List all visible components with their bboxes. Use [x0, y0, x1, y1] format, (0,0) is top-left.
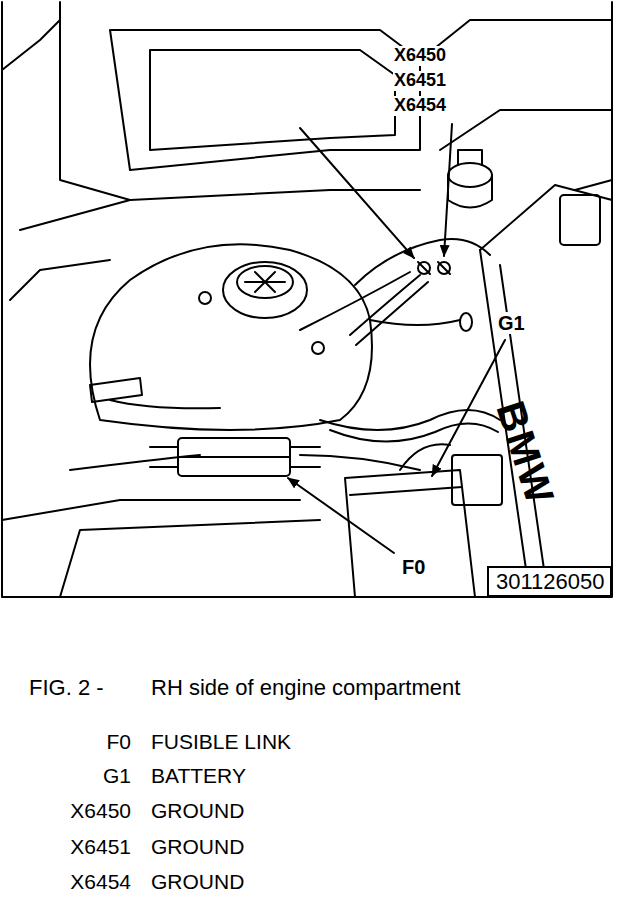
figure-number: FIG. 2 - — [28, 676, 105, 700]
key-description: GROUND — [150, 870, 245, 893]
figure-id-box: 301126050 — [487, 566, 612, 597]
key-description: BATTERY — [150, 764, 247, 787]
brand-logo: BMW — [488, 395, 563, 511]
key-code: X6451 — [69, 835, 132, 858]
key-code: X6454 — [69, 870, 132, 893]
callout-code: X6454 — [393, 96, 447, 116]
key-code: G1 — [102, 764, 132, 787]
key-description: GROUND — [150, 835, 245, 858]
key-code: F0 — [105, 730, 132, 753]
callout-code: G1 — [497, 312, 526, 334]
key-code: X6450 — [69, 799, 132, 822]
key-description: GROUND — [150, 799, 245, 822]
callout-code: X6451 — [393, 71, 447, 91]
callout-code: F0 — [401, 556, 426, 578]
figure-id: 301126050 — [496, 570, 603, 594]
callout-code: X6450 — [393, 46, 447, 66]
key-description: FUSIBLE LINK — [150, 730, 292, 753]
figure-title: RH side of engine compartment — [150, 676, 461, 700]
